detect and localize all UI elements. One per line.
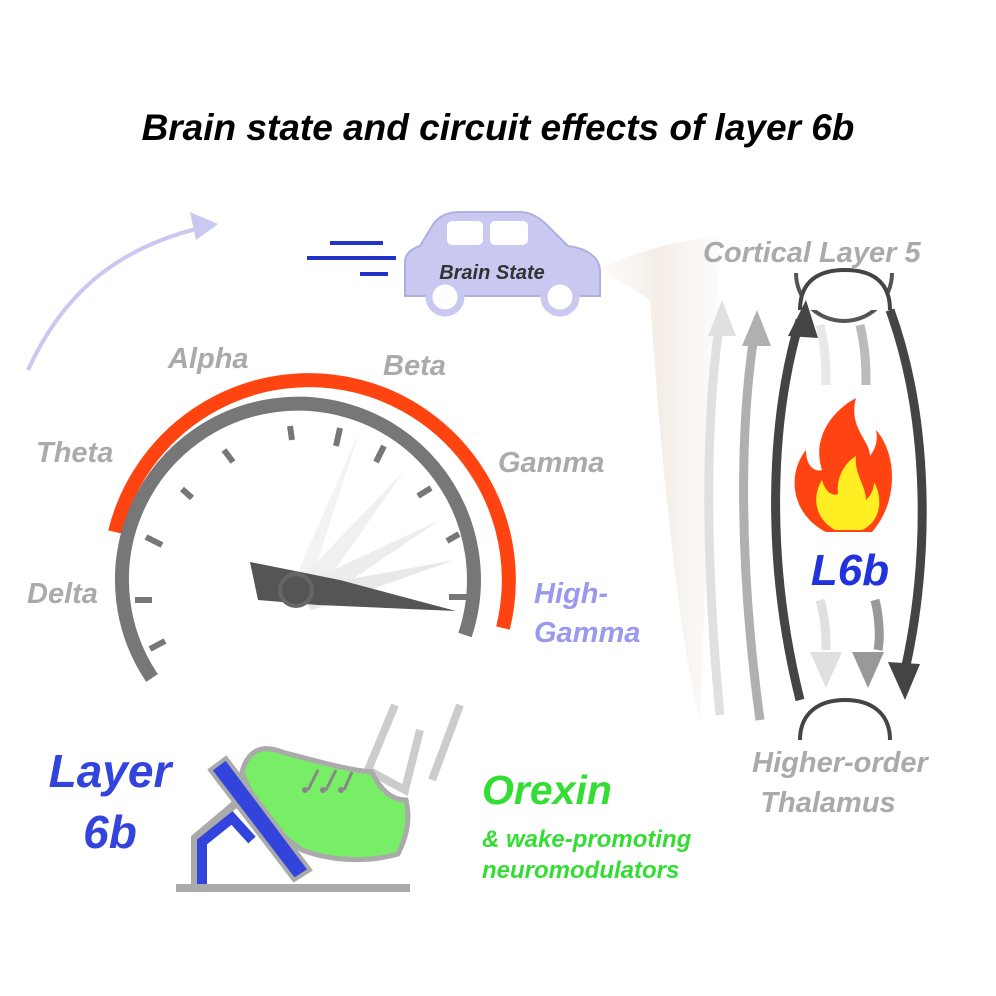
band-label-theta: Theta — [36, 437, 113, 469]
l6b-label: L6b — [811, 546, 889, 595]
neuromodulators-label-1: & wake-promoting — [482, 826, 692, 853]
ascending-arrowhead-1 — [708, 300, 736, 336]
pedal-icon — [176, 755, 410, 892]
car-label: Brain State — [439, 262, 545, 284]
descending-arrowhead-1 — [810, 652, 842, 688]
high-speed-arc — [108, 373, 516, 630]
speedometer — [108, 373, 516, 682]
band-label-high-gamma-2: Gamma — [534, 617, 640, 649]
neuromodulators-label-2: neuromodulators — [482, 857, 679, 884]
layer-label: Layer — [49, 745, 174, 797]
band-label-beta: Beta — [383, 350, 446, 382]
band-label-gamma: Gamma — [498, 447, 604, 479]
descending-pathways — [815, 308, 927, 671]
higher-order-label: Higher-order — [752, 747, 929, 779]
dial-ticks — [135, 425, 467, 652]
layer-6b-label: 6b — [83, 806, 137, 858]
speed-lines — [307, 241, 396, 276]
ascending-arrowhead-2 — [742, 310, 771, 346]
top-neuron-arc — [798, 267, 892, 311]
band-label-high-gamma-1: High- — [534, 578, 608, 610]
bottom-neuron-icon — [798, 697, 892, 741]
acceleration-arrow — [26, 226, 201, 371]
fire-icon — [794, 398, 892, 532]
descending-arrowhead-2 — [852, 652, 884, 688]
car-icon — [404, 211, 601, 317]
band-label-delta: Delta — [27, 578, 98, 610]
orexin-label: Orexin — [482, 767, 612, 813]
thalamus-label: Thalamus — [760, 787, 895, 819]
ascending-arrowhead-3 — [788, 300, 818, 338]
dial-arc — [115, 396, 481, 682]
acceleration-arrow-head — [190, 212, 218, 240]
ascending-pathways — [704, 318, 805, 721]
figure-title: Brain state and circuit effects of layer… — [142, 107, 855, 148]
cortical-layer-5-label: Cortical Layer 5 — [703, 237, 921, 269]
leg-icon — [362, 703, 464, 796]
band-label-alpha: Alpha — [167, 343, 249, 375]
descending-arrowhead-3 — [888, 662, 920, 700]
connection-beam — [600, 236, 720, 720]
